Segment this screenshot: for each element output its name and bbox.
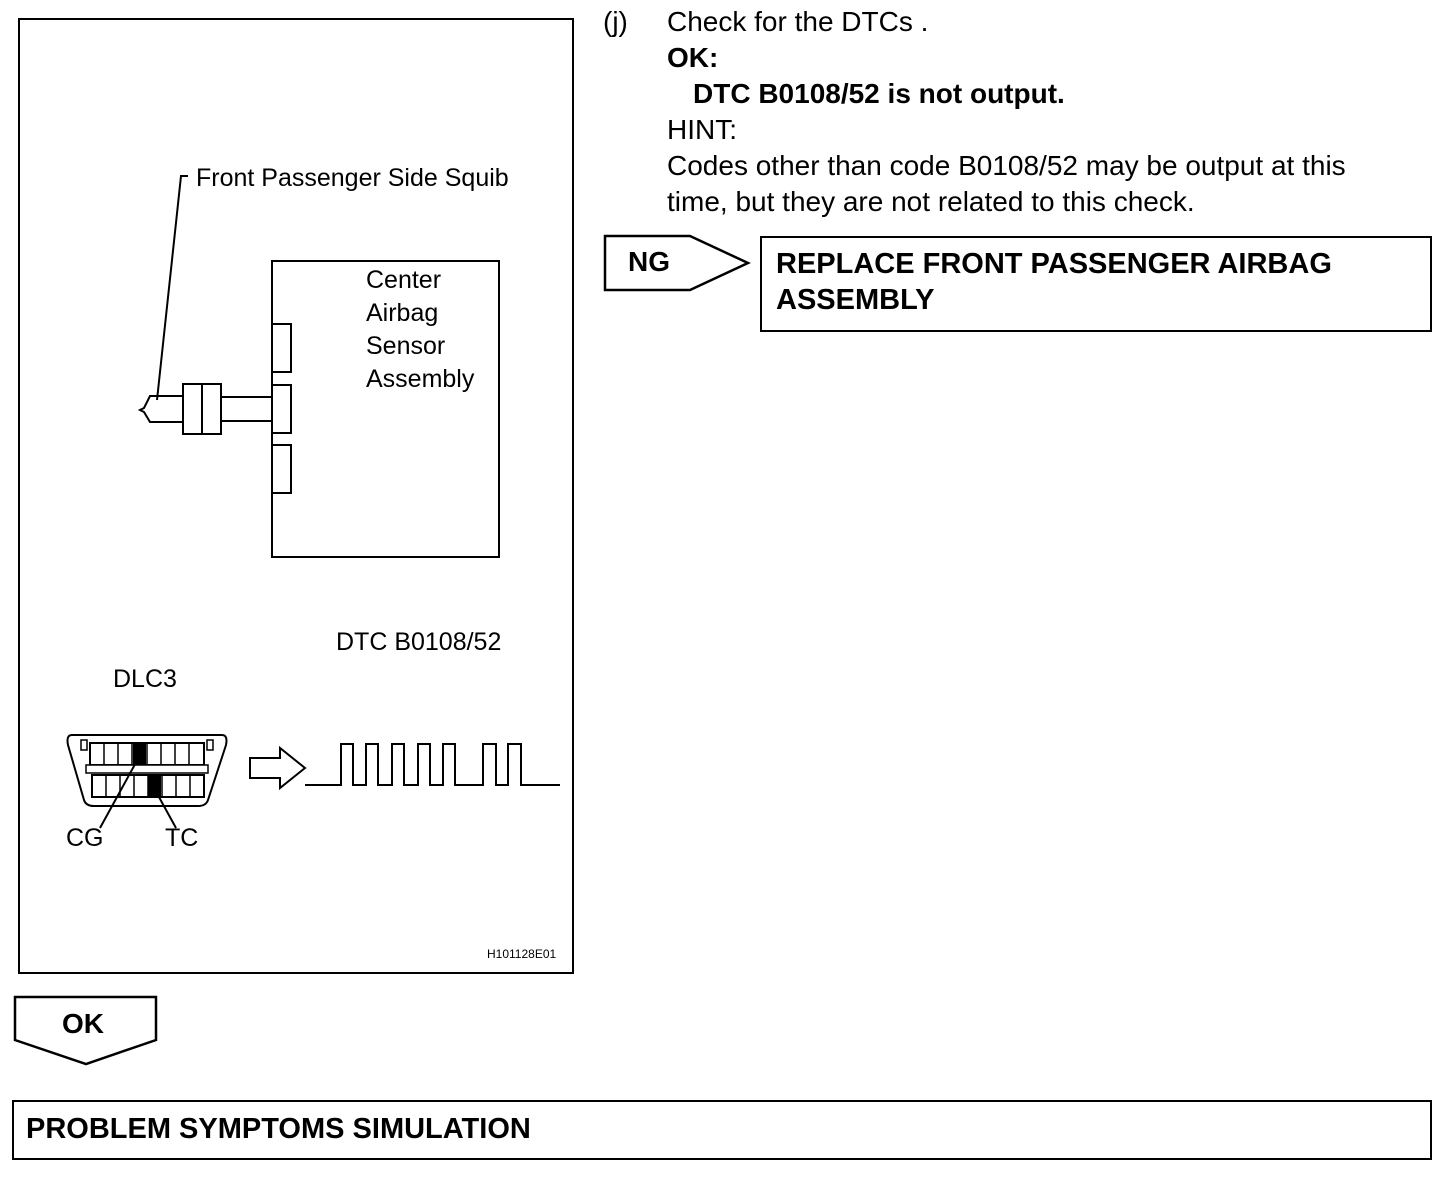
- ng-arrow-shape: [603, 234, 751, 292]
- squib-label: Front Passenger Side Squib: [196, 164, 509, 192]
- dlc3-connector: [66, 734, 228, 807]
- squib-leader-line: [156, 175, 188, 401]
- tc-leader: [153, 787, 177, 829]
- ok-arrow-shape: [13, 995, 158, 1066]
- output-arrow: [249, 745, 307, 791]
- hint-line-1: Codes other than code B0108/52 may be ou…: [667, 150, 1346, 181]
- ng-action-line-1: REPLACE FRONT PASSENGER AIRBAG: [776, 248, 1332, 280]
- dtc-waveform: [305, 743, 560, 786]
- tc-terminal-label: TC: [165, 824, 199, 852]
- ok-heading: OK:: [667, 42, 719, 73]
- sensor-connector-2: [271, 384, 292, 434]
- tc-terminal: [148, 775, 161, 797]
- next-step-box: PROBLEM SYMPTOMS SIMULATION: [12, 1100, 1432, 1160]
- step-marker: (j): [603, 6, 628, 37]
- ok-condition: DTC B0108/52 is not output.: [693, 78, 1065, 109]
- sensor-label-line-1: Center: [366, 266, 442, 294]
- cg-terminal: [133, 743, 146, 765]
- cg-terminal-label: CG: [66, 824, 104, 852]
- ng-action-box: REPLACE FRONT PASSENGER AIRBAG ASSEMBLY: [760, 236, 1432, 332]
- step-content: Check for the DTCs . OK: DTC B0108/52 is…: [667, 4, 1427, 220]
- ng-action-line-2: ASSEMBLY: [776, 284, 935, 316]
- sensor-connector-3: [271, 444, 292, 494]
- sensor-label-line-3: Sensor: [366, 332, 446, 360]
- dlc3-label: DLC3: [113, 665, 177, 693]
- hint-line-2: time, but they are not related to this c…: [667, 186, 1195, 217]
- sensor-label-line-2: Airbag: [366, 299, 439, 327]
- ng-label: NG: [628, 246, 670, 277]
- step-instruction: Check for the DTCs .: [667, 6, 929, 37]
- ok-label: OK: [62, 1008, 104, 1039]
- next-step-label: PROBLEM SYMPTOMS SIMULATION: [26, 1113, 531, 1145]
- cg-leader: [99, 756, 140, 829]
- hint-heading: HINT:: [667, 114, 737, 145]
- figure-id: H101128E01: [487, 947, 557, 961]
- squib-tip: [137, 395, 183, 423]
- sensor-label-line-4: Assembly: [366, 365, 475, 393]
- dtc-code-label: DTC B0108/52: [336, 628, 502, 656]
- sensor-connector-1: [271, 323, 292, 373]
- illustration-frame: [18, 18, 574, 974]
